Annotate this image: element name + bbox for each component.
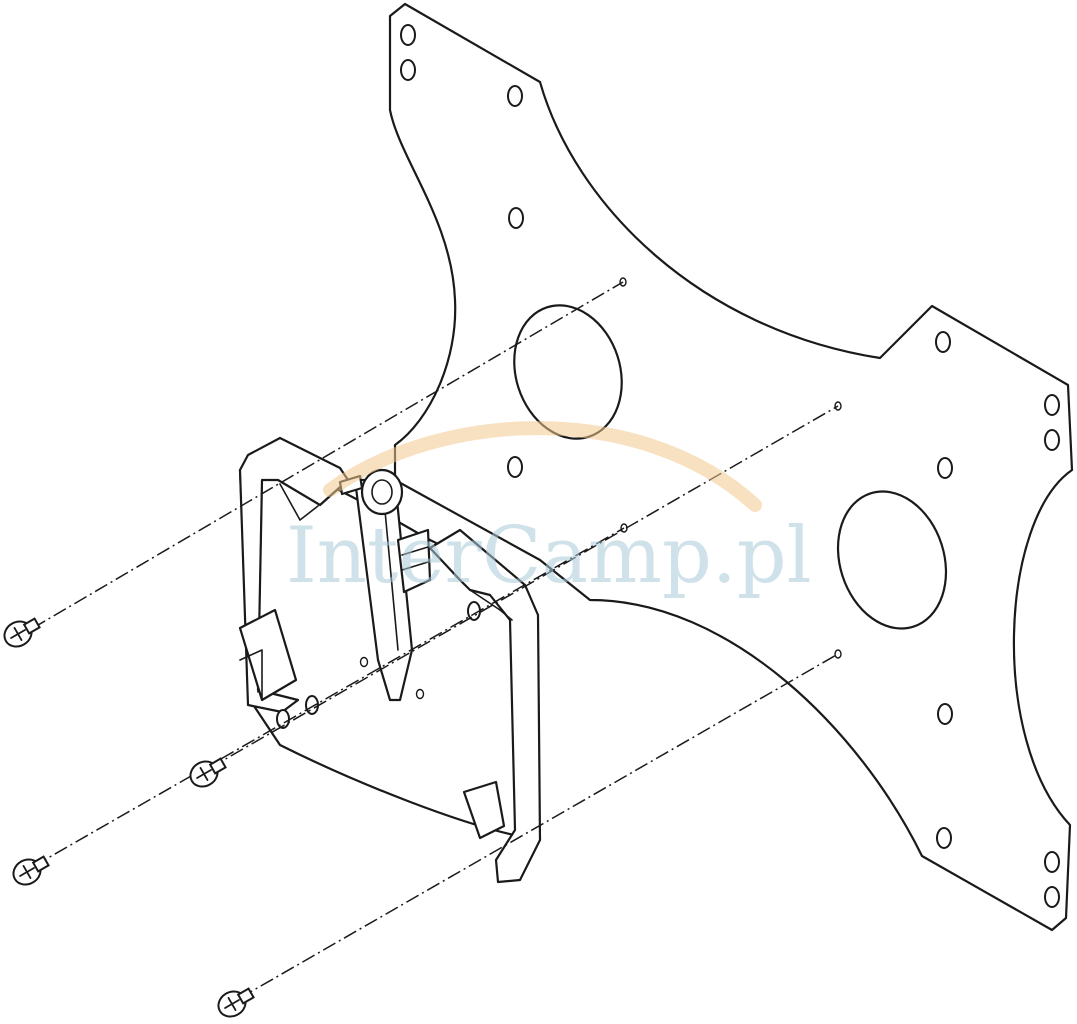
mounting-hole [1044,886,1060,908]
screw [3,617,41,648]
mounting-hole [507,456,523,478]
mounting-hole [937,703,953,725]
watermark-arc [323,421,762,512]
mounting-hole [935,331,951,353]
mounting-hole [1044,429,1060,451]
mounting-hole [936,827,952,849]
bracket-hole [276,709,290,729]
tilt-bracket [238,436,542,884]
tilt-knob [360,468,404,516]
mounting-hole [937,457,953,479]
assembly-leader-lines [32,281,839,999]
mounting-hole [400,24,416,46]
screw-target-hole [834,649,842,659]
watermark: InterCamp.pl [286,421,812,601]
bracket-pin-hole [415,688,425,700]
watermark-text: InterCamp.pl [286,511,812,601]
bracket-right-arm [428,528,542,884]
mounting-hole [400,59,416,81]
screw [189,757,227,788]
screw [217,987,255,1018]
cable-cutout [836,490,948,630]
tilt-spring [396,528,432,594]
mounting-hole [508,207,524,229]
mounting-hole [1044,851,1060,873]
mounting-hole [507,85,523,107]
bracket-pin-hole [359,656,369,668]
screw [12,855,50,886]
mounting-hole [1044,394,1060,416]
